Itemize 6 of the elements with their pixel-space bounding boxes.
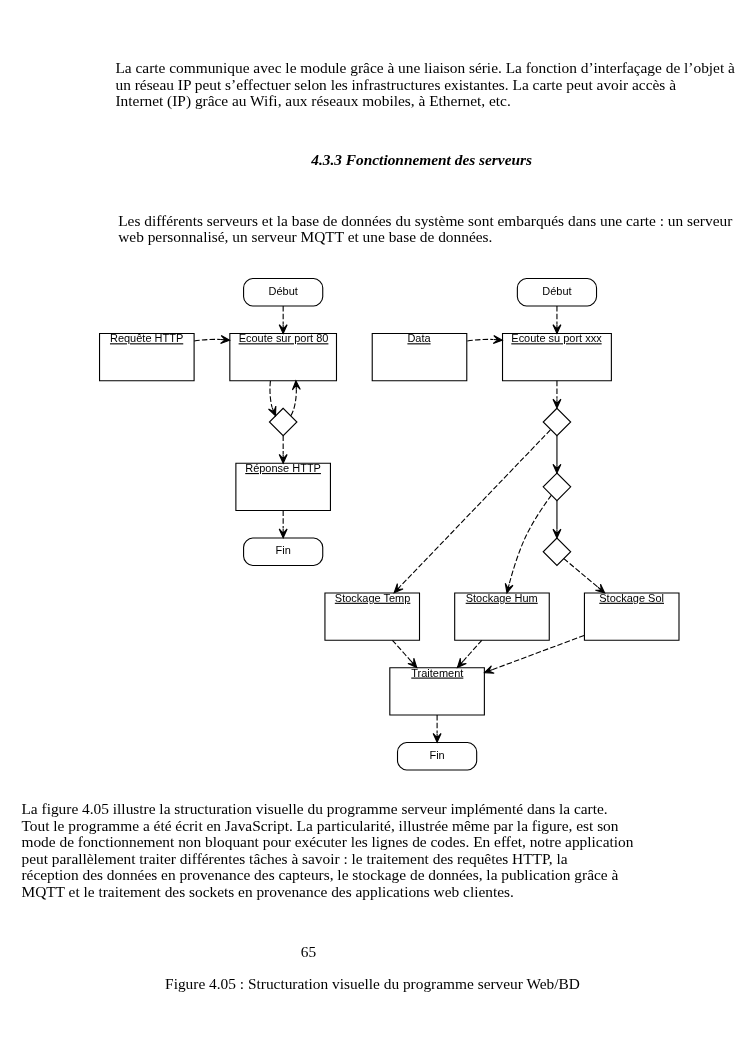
label: La carte communique avec le module grâce à une liaison série. La fonction d’interfaçage de l’objet à un réseau IP peut s’effectuer selon les infrastructures existantes. La carte peut avoir accès à Internet (IP) grâce au Wifi, aux réseaux mobiles, à Ethernet, etc.	[115, 58, 735, 109]
label: 65	[300, 942, 317, 960]
caption: Figure 4.05 : Structuration visuelle du programme serveur Web/BD	[165, 974, 580, 992]
label: Les différents serveurs et la base de données du système sont embarqués dans une carte : un serveur web personnalisé, un serveur MQTT et une base de données.	[118, 211, 733, 245]
label: 4.3.3 Fonctionnement des serveurs	[311, 150, 533, 168]
label: La figure 4.05 illustre la structuration visuelle du programme serveur implémenté dans la carte. Tout le programme a été écrit en JavaScript. La particularité, illustrée même par la figure, est son mode de fonctionnement non bloquant pour exécuter les lignes de codes. En effet, notre application peut parallèlement traiter différentes tâches à savoir : le traitement des requêtes HTTP, la réception des données en provenance des capteurs, le stockage de données, la publication grâce à MQTT et le traitement des sockets en provenance des applications web clientes.	[21, 799, 634, 900]
